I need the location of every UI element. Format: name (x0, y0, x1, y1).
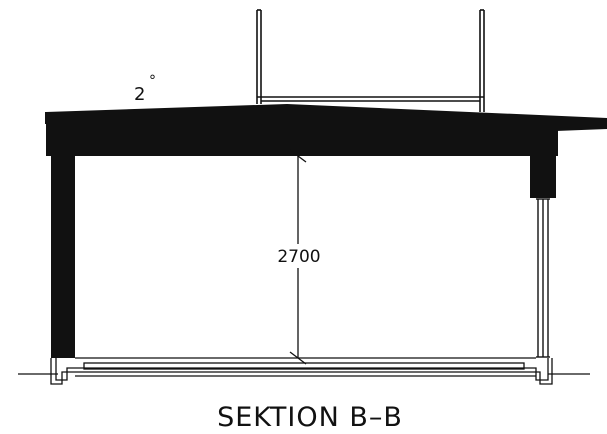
roof-slope-value: 2 (134, 84, 145, 105)
left-wall (51, 150, 75, 358)
height-dimension-label: 2700 (277, 247, 320, 267)
dimension-label-background (272, 244, 326, 268)
skylight-frame (256, 9, 485, 112)
dimension-tick-bottom (289, 351, 307, 365)
right-glazing (536, 198, 550, 358)
ceiling-beam (46, 120, 558, 156)
section-title: SEKTION B–B (217, 402, 403, 433)
roof-slope-degree: ° (149, 73, 156, 89)
foundation-inner (55, 358, 549, 381)
right-wall-header (530, 150, 556, 198)
dimension-tick-top (289, 149, 307, 163)
foundation-outline (50, 358, 553, 385)
floor-construction (50, 357, 553, 385)
